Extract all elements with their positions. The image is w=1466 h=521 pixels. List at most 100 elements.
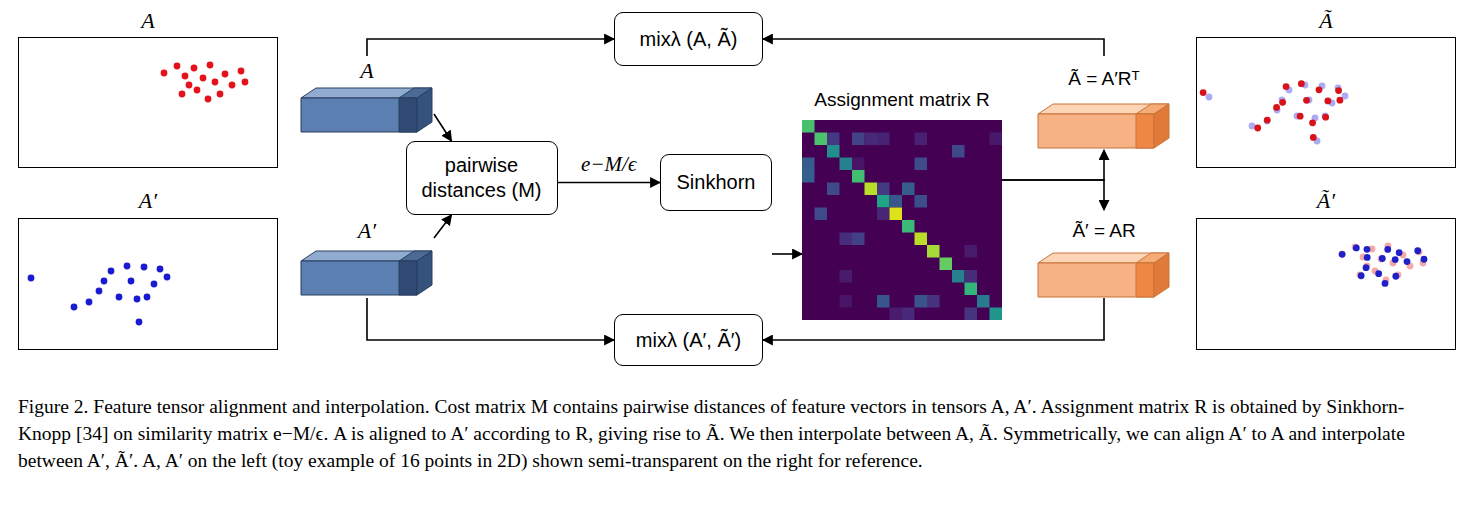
graphic-area (802, 120, 1002, 320)
cuboid-side (417, 251, 432, 295)
data-point (1392, 256, 1399, 263)
data-point (1335, 87, 1342, 94)
process-box: Sinkhorn (660, 154, 772, 211)
cuboid-side (1154, 253, 1169, 297)
heatmap-cell (877, 208, 890, 221)
feature-tensor: A′ (300, 214, 434, 298)
cuboid-top (1038, 253, 1169, 263)
connector-arrow (1002, 150, 1104, 180)
box-label: Sinkhorn (677, 170, 756, 195)
connector-arrow (434, 114, 452, 141)
process-box: mixλ (A, Ã) (614, 12, 763, 66)
data-point (1339, 251, 1346, 258)
cuboid-front-end (1136, 114, 1154, 148)
cuboid-front (301, 261, 417, 295)
data-point (144, 294, 151, 301)
heatmap-cell (827, 183, 840, 196)
data-point (1298, 80, 1305, 87)
tensor-cuboid (1037, 252, 1171, 298)
data-point (108, 268, 115, 275)
heatmap-cell (890, 195, 903, 208)
tensor-cuboid (1037, 102, 1171, 150)
data-point (124, 263, 131, 270)
label-area: A′ (18, 183, 278, 218)
heatmap-cell (815, 208, 828, 221)
box-label: mixλ (A, Ã) (640, 27, 738, 52)
cuboid-front (1038, 263, 1154, 297)
cuboid-side (1154, 104, 1169, 148)
label-area: Ã′ (1196, 183, 1456, 218)
data-point (191, 65, 198, 72)
scatter-plot (19, 38, 275, 165)
data-point (96, 288, 103, 295)
data-point (1396, 249, 1403, 256)
connector-arrow (367, 298, 614, 340)
heatmap-cell (840, 270, 853, 283)
scatter-plot (1197, 219, 1453, 347)
heatmap-cell (827, 133, 840, 146)
process-box: mixλ (A′, Ã′) (614, 314, 763, 366)
data-point (205, 96, 212, 103)
connector-arrow (434, 215, 452, 238)
heatmap-cell (965, 308, 978, 321)
box-label: pairwise distances (M) (418, 153, 546, 203)
connector-arrow (772, 253, 802, 255)
graphic-area (300, 248, 434, 298)
tensor-label: Ã = A′Rᵀ (1068, 68, 1139, 90)
figure-caption: Figure 2. Feature tensor alignment and i… (18, 394, 1452, 475)
graphic-area (300, 86, 434, 134)
heatmap-cell (815, 133, 828, 146)
heatmap-cell (952, 145, 965, 158)
tensor-label: A (360, 58, 373, 84)
data-point (1384, 246, 1391, 253)
data-point (1206, 94, 1213, 101)
point-set (28, 263, 171, 326)
data-point (1273, 104, 1280, 111)
heatmap-cell (965, 270, 978, 283)
cuboid-front-end (399, 98, 417, 132)
data-point (186, 82, 193, 89)
data-point (1364, 254, 1371, 261)
heatmap-cell (902, 308, 915, 321)
cuboid-top (301, 88, 432, 98)
label-area: Ã = A′Rᵀ (1037, 56, 1171, 102)
label-area: A (18, 4, 278, 37)
data-point (1264, 118, 1271, 125)
heatmap-cell (852, 133, 865, 146)
data-point (141, 264, 148, 271)
cuboid-side (417, 88, 432, 132)
scatter-panel: Ã′ (1196, 183, 1456, 350)
cuboid-front-end (1136, 263, 1154, 297)
data-point (1375, 270, 1382, 277)
cuboid-front (1038, 114, 1154, 148)
data-point (116, 294, 123, 301)
cuboid-front (301, 98, 417, 132)
heatmap-cell (877, 133, 890, 146)
graphic-area (18, 218, 278, 350)
heatmap-cell (965, 245, 978, 258)
label-area: A (300, 56, 434, 86)
data-point (242, 79, 249, 86)
data-point (1339, 251, 1346, 258)
heatmap-cell (890, 308, 903, 321)
heatmap-cell (877, 295, 890, 308)
edge-label: e−M/ϵ (578, 152, 639, 177)
point-set (1339, 243, 1427, 284)
graphic-area (1196, 37, 1456, 168)
connector-arrow (558, 182, 661, 184)
data-point (1364, 246, 1371, 253)
heatmap-cell (865, 183, 878, 196)
scatter-plot (19, 219, 275, 347)
heatmap-cell (915, 195, 928, 208)
data-point (207, 62, 214, 69)
data-point (174, 63, 181, 70)
heatmap-cell (827, 145, 840, 158)
data-point (1414, 247, 1421, 254)
data-point (222, 71, 229, 78)
data-point (1297, 113, 1304, 120)
data-point (151, 281, 158, 288)
data-point (157, 266, 164, 273)
tensor-label: Ã′ = AR (1072, 220, 1135, 242)
heatmap-cell (852, 158, 865, 171)
label-area: Ã′ = AR (1037, 210, 1171, 252)
